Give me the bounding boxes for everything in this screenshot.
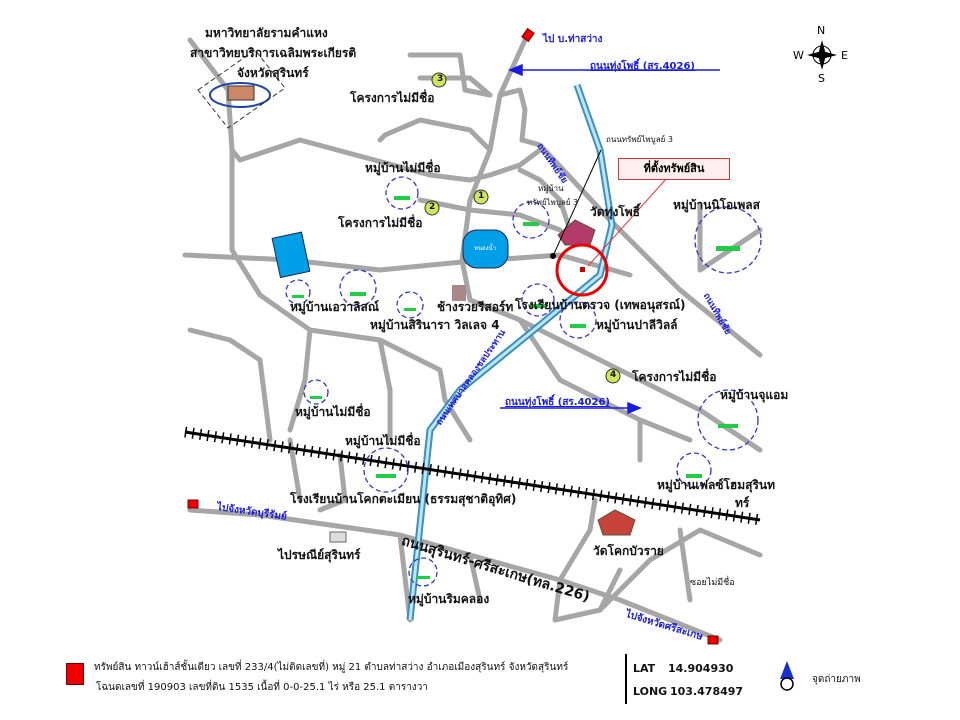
compass-west: W [793,49,804,62]
canal [406,83,616,621]
lake [271,229,509,279]
sap-phaibun-village-label-1: หมู่บ้าน [538,184,564,193]
pali-ville-label: หมู่บ้านปาลีวิลล์ [596,318,678,332]
numbered-markers [424,72,621,384]
unnamed-village-label-left: หมู่บ้านไม่มีชื่อ [295,405,371,419]
wat-khok-bua-rai-label: วัดโคกบัวราย [593,544,664,558]
railway [184,426,761,526]
property-legend-line-2: โฉนดเลขที่ 190903 เลขที่ดิน 1535 เนื้อที… [96,682,428,693]
lat-value: 14.904930 [668,662,734,675]
ava-village-label: หมู่บ้านเอวาลิสณ์ [290,300,379,314]
university-label-3: จังหวัดสุรินทร์ [237,66,309,80]
lat-label: LAT [633,662,656,675]
thung-pho-road-label-bottom: ถนนทุ่งโพธิ์ (สร.4026) [505,397,610,408]
compass-east: E [841,49,848,62]
red-arrow-markers [187,27,719,645]
long-label: LONG [633,685,668,698]
unnamed-village-label-mid: หมู่บ้านไม่มีชื่อ [345,434,421,448]
chang-ruai-resort-label: ช้างรวยรีสอร์ท [437,300,514,314]
sirinara-village-label: หมู่บ้านสิรินารา วิลเลจ 4 [370,318,500,332]
marker-2: 2 [429,202,436,212]
to-tha-sawang-label: ไป บ.ท่าสว่าง [543,34,603,45]
long-value: 103.478497 [670,685,744,698]
resort-icon [452,285,466,301]
lake-label: หนองน้ำ [474,245,497,252]
neo-place-label: หมู่บ้านนิโอเพลส [673,198,760,212]
university-label-2: สาขาวิทยบริการเฉลิมพระเกียรติ [190,46,357,60]
unnamed-soi-label: ซอยไม่มีชื่อ [690,578,735,588]
unnamed-project-label-2: โครงการไม่มีชื่อ [338,216,423,230]
post-office-icon [329,531,347,543]
property-legend-line-1: ทรัพย์สิน ทาวน์เฮ้าส์ชั้นเดียว เลขที่ 23… [94,662,569,673]
felx-home-label-1: หมู่บ้านเฟลซ์โฮมสุรินท [657,478,776,492]
university-label-1: มหาวิทยาลัยรามคำแหง [205,26,328,40]
village-icons [292,196,740,579]
khok-tamian-school-label: โรงเรียนบ้านโคกตะเมียน (ธรรมสุชาติอุทิศ) [290,492,517,506]
ju-am-village-label: หมู่บ้านจุแอม [720,388,789,402]
university-boundary [197,49,286,129]
post-office-label: ไปรษณีย์สุรินทร์ [278,548,361,562]
compass-north: N [817,24,826,37]
university-icon [227,85,255,101]
photo-point-label: จุดถ่ายภาพ [812,674,861,685]
compass-south: S [818,72,825,85]
unnamed-project-label-3: โครงการไม่มีชื่อ [350,91,435,105]
sap-phaibun-village-label-2: ทรัพย์ไพบูลย์ 3 [527,198,579,207]
compass [807,40,837,70]
photo-point-icon [780,661,794,691]
coordinate-divider [625,654,627,704]
temple-icons [227,85,636,543]
rim-khlong-label: หมู่บ้านริมคลอง [408,592,490,606]
property-legend-swatch [66,663,84,685]
felx-home-label-2: ทร์ [735,496,750,510]
unnamed-village-label-top: หมู่บ้านไม่มีชื่อ [365,161,441,175]
marker-3: 3 [437,74,444,84]
marker-1: 1 [478,191,485,201]
blue-arrows [500,63,720,415]
property-location-label: ที่ตั้งทรัพย์สิน [618,158,730,180]
ban-truat-school-label: โรงเรียนบ้านตรวจ (เทพอนุสรณ์) [515,298,686,312]
thung-pho-road-label-top: ถนนทุ่งโพธิ์ (สร.4026) [590,61,695,72]
property-marker [550,149,668,297]
village-rings [209,82,762,587]
sap-phaibun-road-label: ถนนทรัพย์ไพบูลย์ 3 [606,135,673,144]
roads [182,37,763,643]
marker-4: 4 [610,370,617,380]
wat-thung-pho-label: วัดทุ่งโพธิ์ [590,205,640,219]
unnamed-project-label-4: โครงการไม่มีชื่อ [632,370,717,384]
